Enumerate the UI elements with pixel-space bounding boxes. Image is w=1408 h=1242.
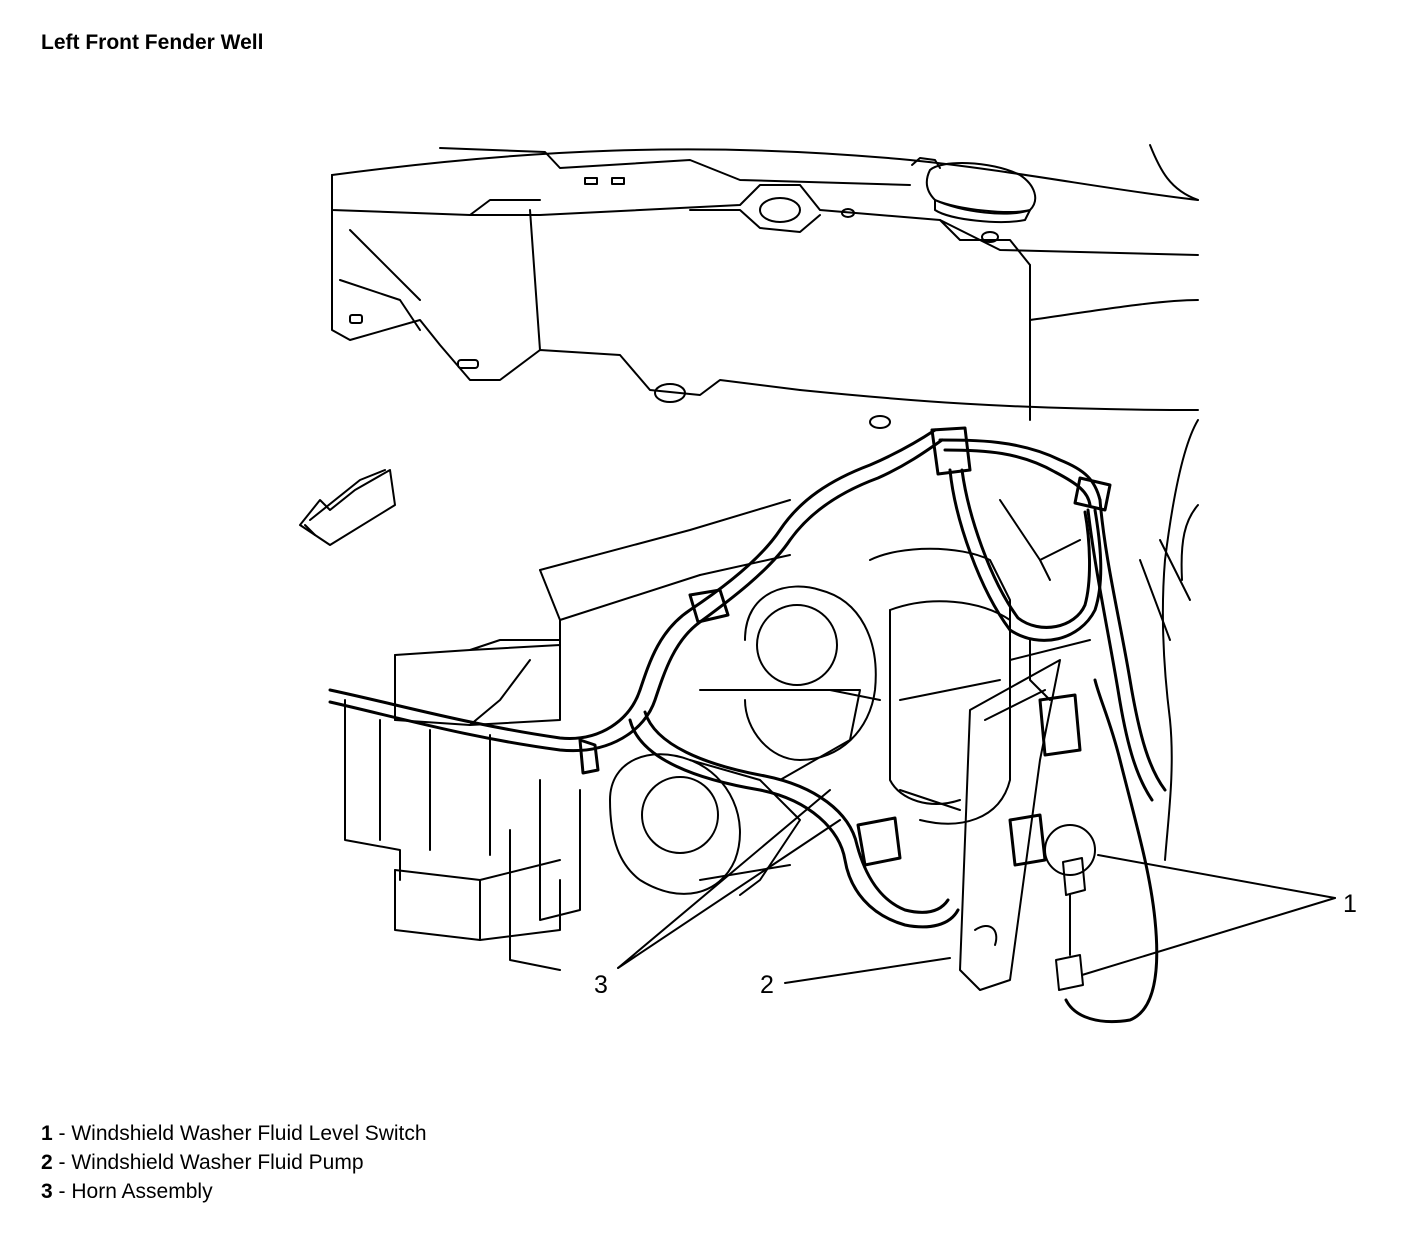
reservoir-cap [911,157,1037,223]
legend-separator: - [52,1122,72,1145]
legend-number: 2 [41,1151,53,1174]
wiring-harness [328,426,1167,1024]
legend-number: 3 [41,1180,53,1203]
legend-label: Windshield Washer Fluid Pump [71,1151,364,1174]
leader-1a [1097,854,1336,899]
leader-3b [617,819,841,969]
legend-separator: - [52,1151,72,1174]
diagram-title: Left Front Fender Well [41,31,264,54]
pump-bracket [959,659,1061,991]
legend-label: Horn Assembly [71,1180,213,1203]
leader-1b [1081,897,1336,976]
forward-arrow-icon [299,469,396,546]
horn-lower [609,753,801,896]
legend-item: 3 - Horn Assembly [41,1177,427,1206]
leader-lines [617,789,1336,984]
level-switch [1044,824,1096,991]
callout-1: 1 [1343,890,1357,918]
legend-separator: - [52,1180,72,1203]
legend-number: 1 [41,1122,53,1145]
fender-liner [999,419,1199,861]
leader-3a [617,789,831,969]
legend-item: 1 - Windshield Washer Fluid Level Switch [41,1119,427,1148]
washer-reservoir [869,547,1091,825]
lower-support [344,499,791,971]
leader-2 [784,957,951,984]
callout-3: 3 [594,971,608,999]
parts-legend: 1 - Windshield Washer Fluid Level Switch… [41,1119,427,1206]
radiator-support [331,144,1199,429]
callout-2: 2 [760,971,774,999]
horn-upper [699,585,881,781]
legend-label: Windshield Washer Fluid Level Switch [71,1122,427,1145]
legend-item: 2 - Windshield Washer Fluid Pump [41,1148,427,1177]
